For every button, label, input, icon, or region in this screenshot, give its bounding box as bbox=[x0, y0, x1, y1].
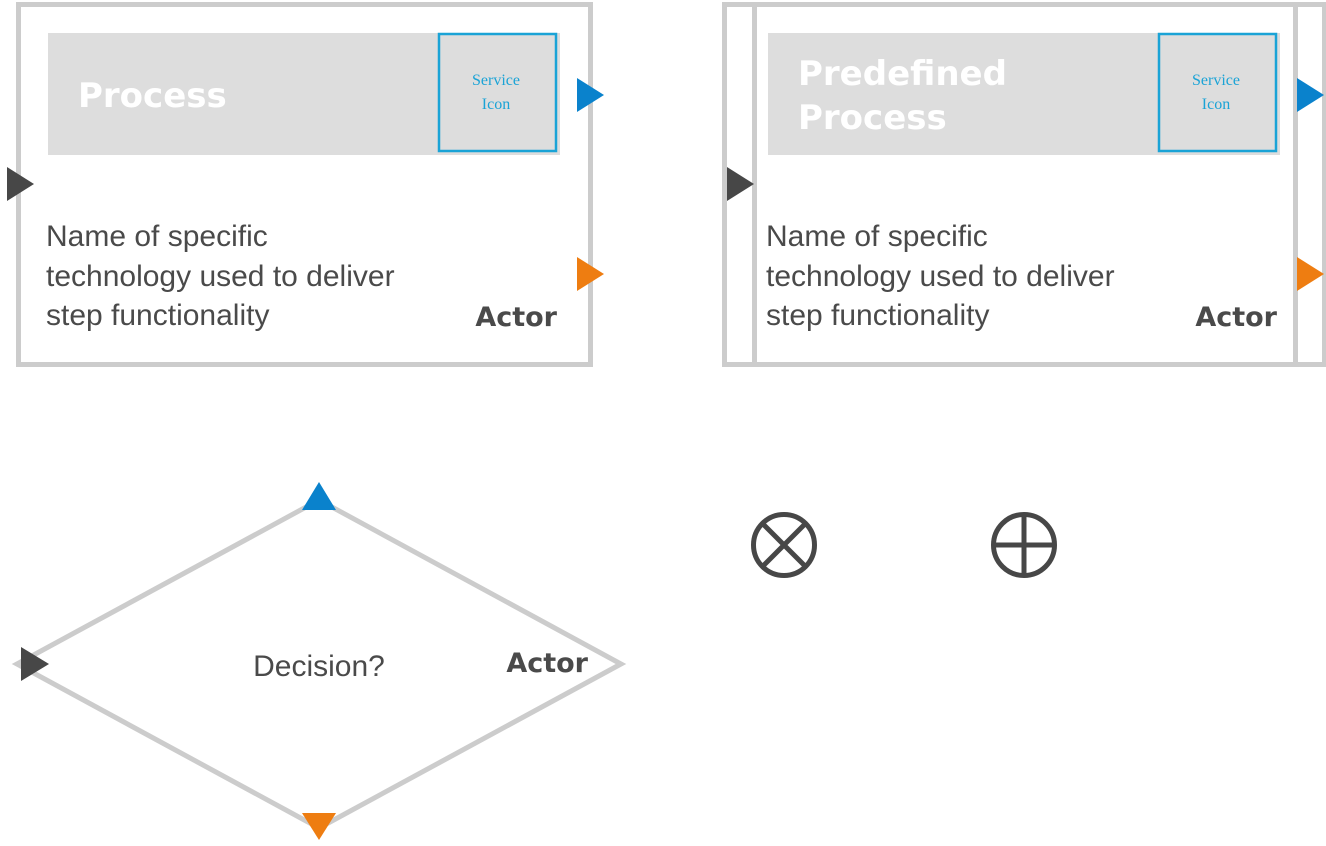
process-service-icon-label-line2: Icon bbox=[482, 96, 510, 113]
process-description-line1: Name of specific bbox=[46, 220, 268, 253]
exclusive-gateway-icon[interactable] bbox=[751, 512, 817, 578]
predefined-process-service-icon-box bbox=[1157, 32, 1278, 153]
process-input-arrow-icon[interactable] bbox=[7, 167, 34, 201]
predefined-process-description-line2: technology used to deliver bbox=[766, 260, 1115, 293]
decision-output-arrow-orange-icon[interactable] bbox=[302, 813, 336, 840]
process-output-arrow-blue-icon[interactable] bbox=[577, 78, 604, 112]
decision-shape[interactable]: Decision? Actor bbox=[11, 482, 627, 840]
decision-actor-label: Actor bbox=[506, 648, 588, 679]
predefined-process-service-icon-label-line2: Icon bbox=[1202, 96, 1230, 113]
predefined-process-output-arrow-blue-icon[interactable] bbox=[1297, 78, 1324, 112]
predefined-process-title-line1: Predefined bbox=[798, 54, 1007, 94]
predefined-process-actor-label: Actor bbox=[1195, 302, 1277, 333]
predefined-process-description-line1: Name of specific bbox=[766, 220, 988, 253]
predefined-process-title-line2: Process bbox=[798, 98, 947, 138]
process-actor-label: Actor bbox=[475, 302, 557, 333]
process-service-icon-box bbox=[437, 32, 558, 153]
predefined-process-description-line3: step functionality bbox=[766, 299, 989, 332]
process-shape[interactable]: Process Service Icon Name of specific te… bbox=[7, 2, 604, 367]
decision-output-arrow-blue-icon[interactable] bbox=[302, 482, 336, 510]
process-service-icon-label-line1: Service bbox=[472, 72, 520, 89]
process-title: Process bbox=[78, 76, 227, 116]
predefined-process-input-arrow-icon[interactable] bbox=[727, 167, 754, 201]
predefined-process-shape[interactable]: Predefined Process Service Icon Name of … bbox=[722, 2, 1326, 367]
predefined-process-header bbox=[768, 33, 1280, 155]
process-description-line3: step functionality bbox=[46, 299, 269, 332]
decision-input-arrow-icon[interactable] bbox=[21, 647, 49, 681]
decision-label: Decision? bbox=[253, 650, 385, 683]
process-description-line2: technology used to deliver bbox=[46, 260, 395, 293]
process-header bbox=[48, 33, 560, 155]
predefined-process-service-icon-label-line1: Service bbox=[1192, 72, 1240, 89]
predefined-process-output-arrow-orange-icon[interactable] bbox=[1297, 257, 1324, 291]
process-output-arrow-orange-icon[interactable] bbox=[577, 257, 604, 291]
parallel-gateway-icon[interactable] bbox=[991, 512, 1057, 578]
